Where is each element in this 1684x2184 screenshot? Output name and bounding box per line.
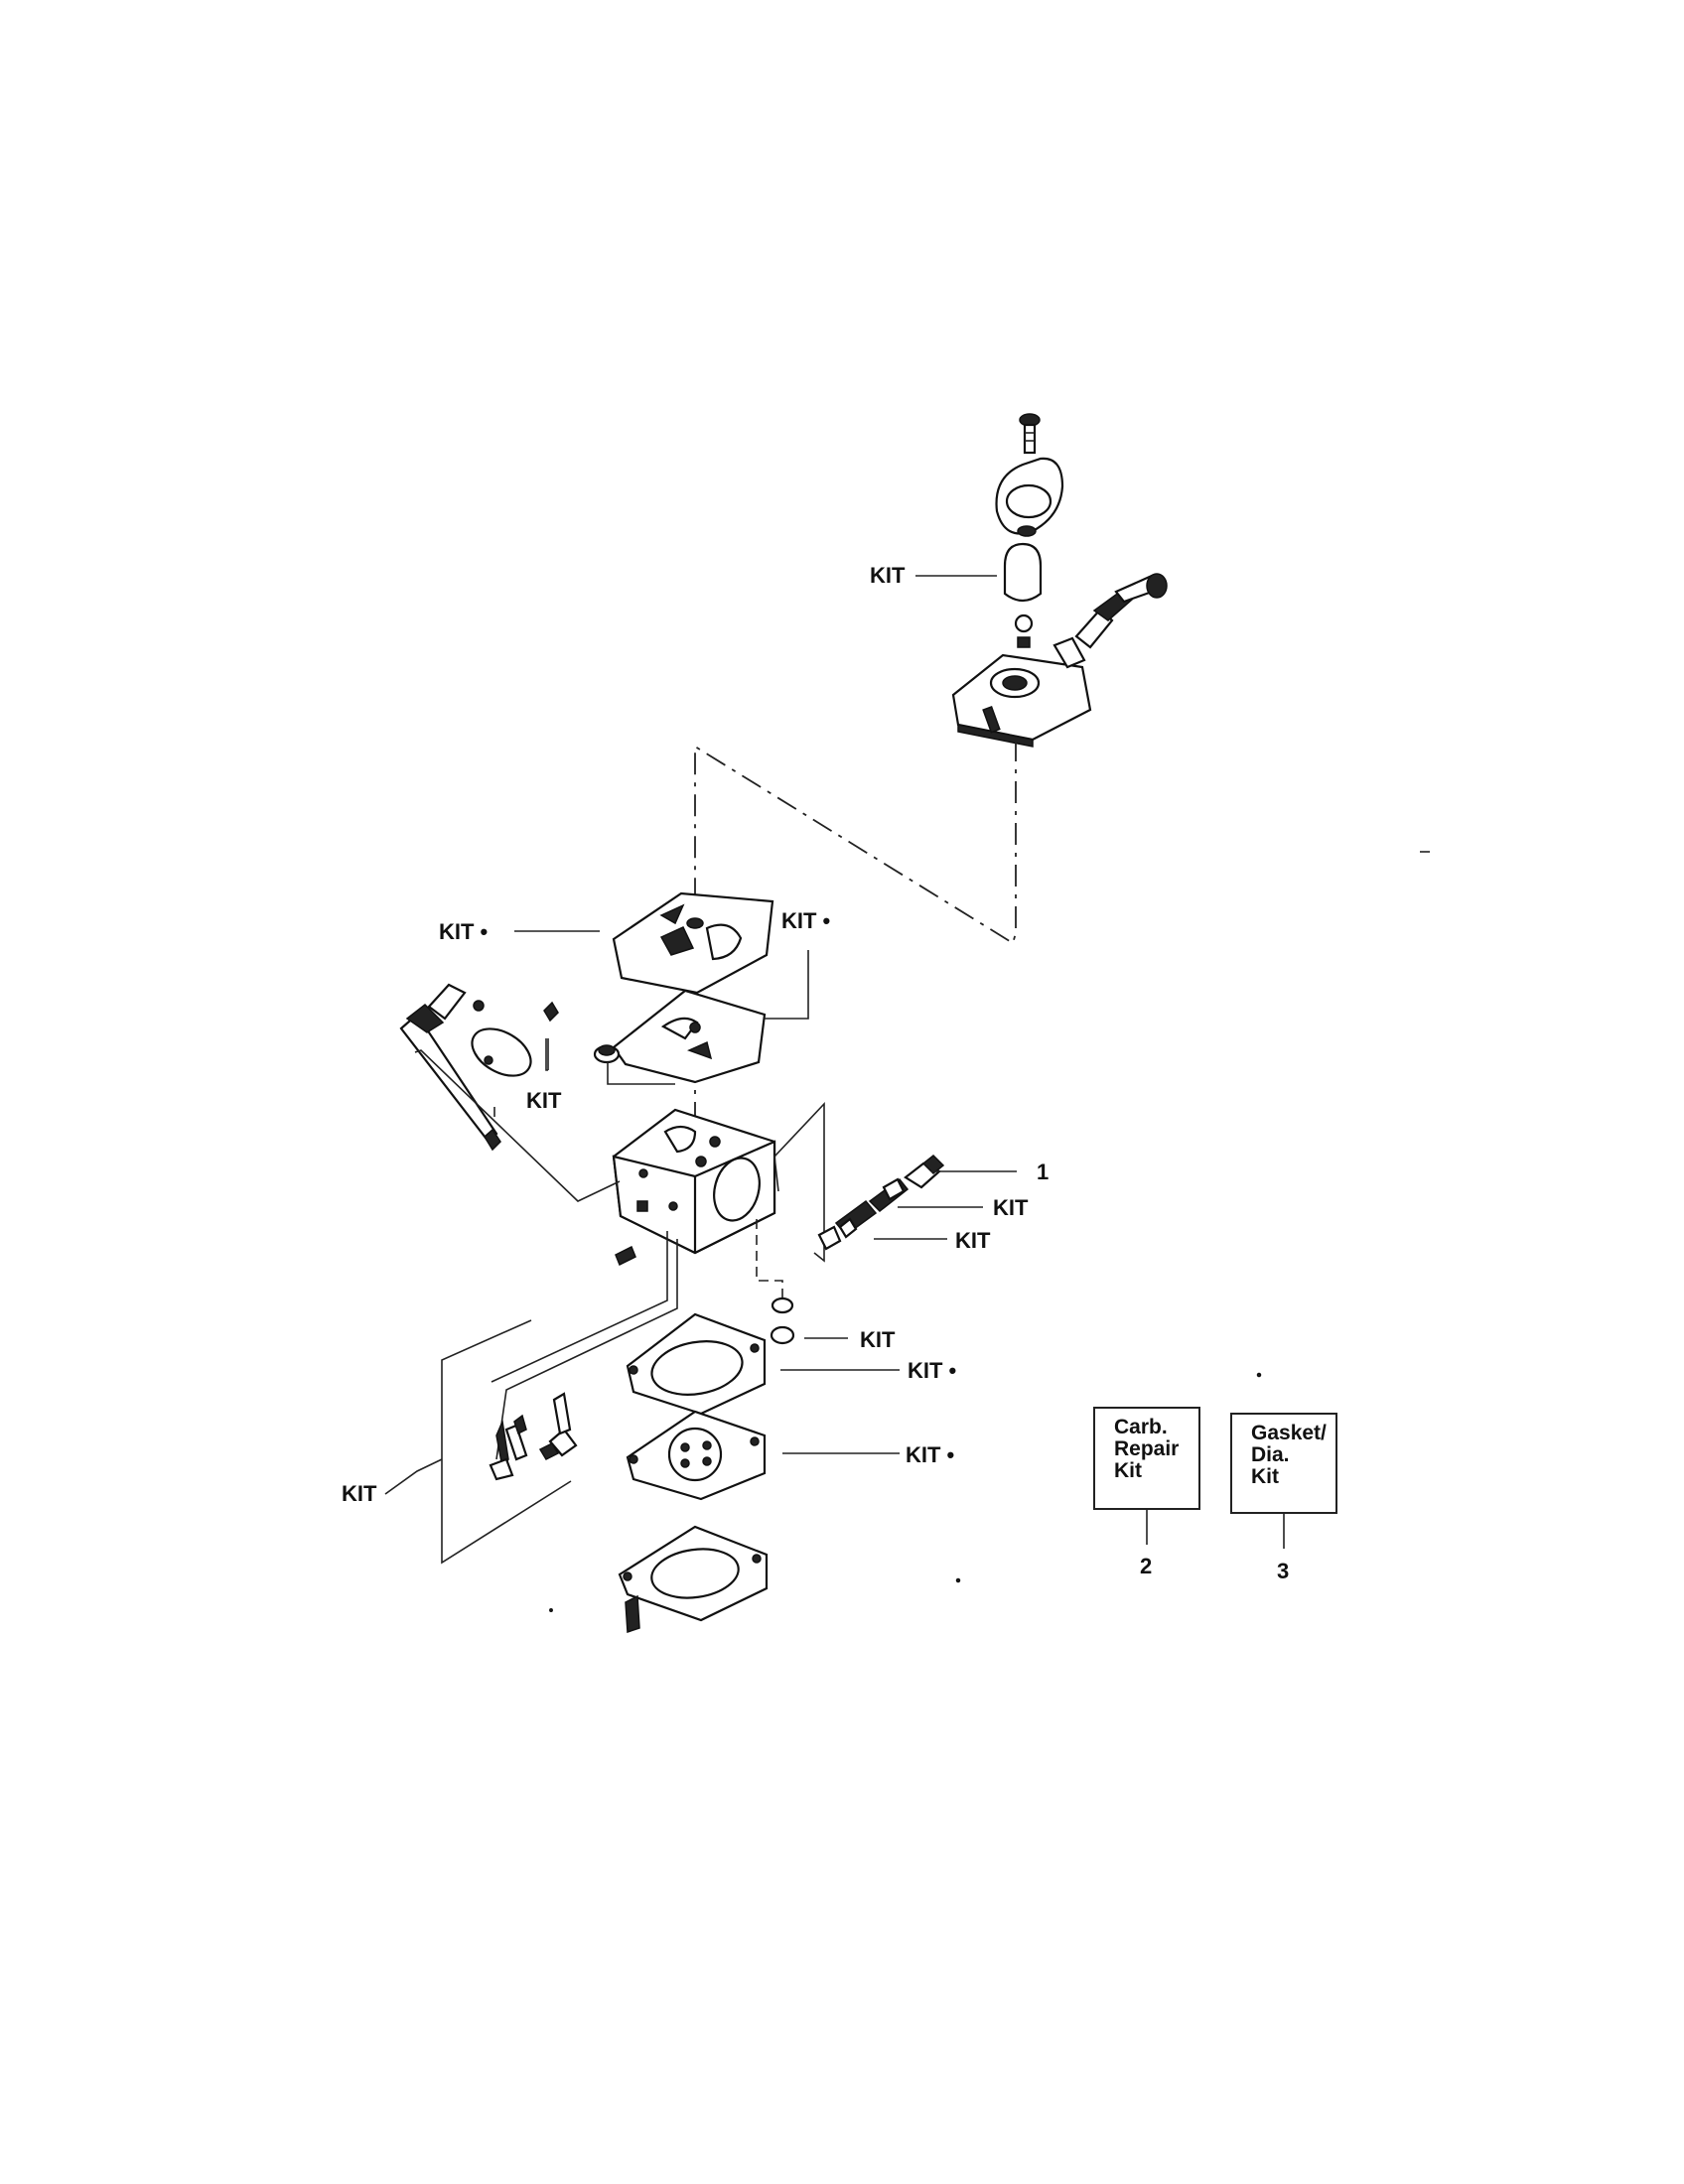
callout-labels: KIT KIT • KIT • KIT 1 KIT KIT KIT KIT • …: [342, 563, 1049, 1506]
callout-kit-screw-upper: KIT: [993, 1195, 1029, 1220]
legend-gasket-number: 3: [1277, 1559, 1289, 1583]
callout-kit-diaphragm: KIT •: [906, 1442, 954, 1467]
callout-kit-screw-lower: KIT: [955, 1228, 991, 1253]
carburetor-body: [612, 1108, 776, 1255]
metering-lever-assembly: [489, 1392, 578, 1481]
primer-check-valve: [1014, 614, 1034, 648]
callout-leaders: [384, 575, 1017, 1495]
lower-left-bracket: [441, 1319, 572, 1565]
callout-item-1: 1: [1037, 1160, 1049, 1184]
scan-specks: [549, 851, 1430, 1612]
legend-carb-repair-line-2: Repair: [1114, 1437, 1179, 1460]
throttle-shaft-assembly: [399, 983, 559, 1152]
legend-carb-repair-line-1: Carb.: [1114, 1416, 1168, 1438]
metering-diaphragm: [626, 1410, 767, 1501]
legend-gasket-dia-kit: Gasket/ Dia. Kit 3: [1230, 1413, 1337, 1583]
legend-gasket-line-1: Gasket/: [1251, 1422, 1327, 1444]
callout-kit-needle-valve: KIT: [526, 1088, 562, 1113]
callout-kit-plug: KIT: [860, 1327, 896, 1352]
upper-gasket: [612, 891, 774, 995]
legend-carb-repair-kit: Carb. Repair Kit 2: [1093, 1407, 1200, 1578]
primer-screw: [1019, 413, 1041, 455]
legend-gasket-line-3: Kit: [1251, 1465, 1279, 1488]
idle-screw-spring: [1074, 573, 1168, 649]
lower-gasket: [612, 989, 767, 1084]
callout-kit-lever-spring: KIT: [342, 1481, 377, 1506]
body-leader-lines: [414, 1038, 825, 1460]
callout-kit-lower-gasket: KIT •: [781, 908, 830, 933]
primer-assembly: [951, 413, 1168, 748]
primer-bulb: [1003, 542, 1043, 603]
mixture-screws: [817, 1154, 945, 1251]
fuel-pump-cover: [951, 636, 1092, 748]
legend-carb-repair-line-3: Kit: [1114, 1459, 1142, 1482]
body-screw: [615, 1245, 636, 1267]
primer-retainer-plate: [995, 457, 1064, 537]
legend-gasket-line-2: Dia.: [1251, 1443, 1290, 1466]
welch-plug: [770, 1297, 795, 1345]
legend-carb-repair-number: 2: [1140, 1554, 1152, 1578]
callout-kit-primer-bulb: KIT: [870, 563, 906, 588]
needle-valve: [593, 1044, 621, 1064]
callout-kit-metering-gasket: KIT •: [908, 1358, 956, 1383]
metering-gasket: [626, 1312, 767, 1416]
cover-screw: [625, 1594, 640, 1634]
metering-cover: [618, 1525, 769, 1622]
callout-kit-upper-gasket: KIT •: [439, 919, 488, 944]
